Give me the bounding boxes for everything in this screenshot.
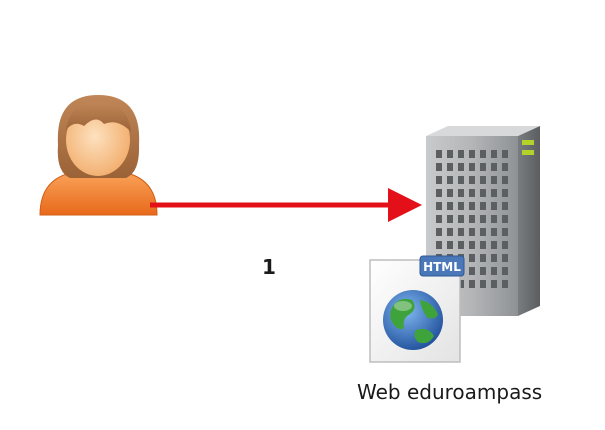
server-vent <box>469 163 475 171</box>
server-vent <box>469 228 475 236</box>
server-vent <box>436 228 442 236</box>
server-vent <box>491 254 497 262</box>
server-vent <box>491 176 497 184</box>
server-vent <box>458 280 464 288</box>
server-vent <box>502 202 508 210</box>
server-vent <box>502 189 508 197</box>
server-vent <box>436 176 442 184</box>
server-vent <box>436 150 442 158</box>
server-vent <box>480 202 486 210</box>
server-vent <box>447 163 453 171</box>
server-vent <box>480 254 486 262</box>
server-vent <box>502 176 508 184</box>
server-vent <box>491 150 497 158</box>
server-vent <box>436 163 442 171</box>
svg-text:HTML: HTML <box>423 260 461 274</box>
server-caption: Web eduroampass <box>357 380 543 404</box>
server-vent <box>502 267 508 275</box>
server-vent <box>469 150 475 158</box>
server-vent <box>447 150 453 158</box>
server-vent <box>469 202 475 210</box>
server-vent <box>458 176 464 184</box>
html-globe-page-icon: HTML <box>369 255 465 363</box>
server-vent <box>480 280 486 288</box>
server-vent <box>502 150 508 158</box>
server-vent <box>447 202 453 210</box>
server-vent <box>502 280 508 288</box>
globe-icon <box>383 290 443 350</box>
server-vent <box>480 189 486 197</box>
server-vent <box>480 150 486 158</box>
server-vent <box>502 241 508 249</box>
server-vent <box>447 241 453 249</box>
server-vent <box>447 176 453 184</box>
server-vent <box>502 163 508 171</box>
server-vent <box>480 228 486 236</box>
server-vent <box>491 241 497 249</box>
server-vent <box>502 215 508 223</box>
server-vent <box>447 189 453 197</box>
server-vent <box>436 241 442 249</box>
server-vent <box>491 163 497 171</box>
server-vent <box>491 280 497 288</box>
html-badge: HTML <box>419 255 465 277</box>
server-vent <box>480 163 486 171</box>
server-vent <box>469 254 475 262</box>
server-vent <box>458 202 464 210</box>
server-vent <box>458 228 464 236</box>
server-vent <box>458 215 464 223</box>
server-vent <box>436 215 442 223</box>
server-vent <box>469 189 475 197</box>
server-vent <box>491 189 497 197</box>
server-vent <box>480 241 486 249</box>
server-vent <box>447 228 453 236</box>
server-vent <box>491 215 497 223</box>
server-vent <box>436 202 442 210</box>
server-vent <box>469 176 475 184</box>
server-vent <box>491 267 497 275</box>
server-vent <box>469 267 475 275</box>
server-vent <box>480 267 486 275</box>
server-vent <box>480 215 486 223</box>
server-vent <box>447 215 453 223</box>
server-vent <box>502 254 508 262</box>
server-vent <box>458 150 464 158</box>
server-vent <box>491 202 497 210</box>
server-vent <box>502 228 508 236</box>
request-arrow <box>150 188 422 222</box>
server-vent <box>458 241 464 249</box>
server-vent <box>491 228 497 236</box>
user-icon <box>39 95 158 216</box>
server-vent <box>458 189 464 197</box>
server-vent <box>458 163 464 171</box>
server-vent <box>480 176 486 184</box>
server-vent <box>469 215 475 223</box>
server-vent <box>469 241 475 249</box>
step-number-label: 1 <box>262 255 276 279</box>
server-vent <box>469 280 475 288</box>
server-vent <box>436 189 442 197</box>
